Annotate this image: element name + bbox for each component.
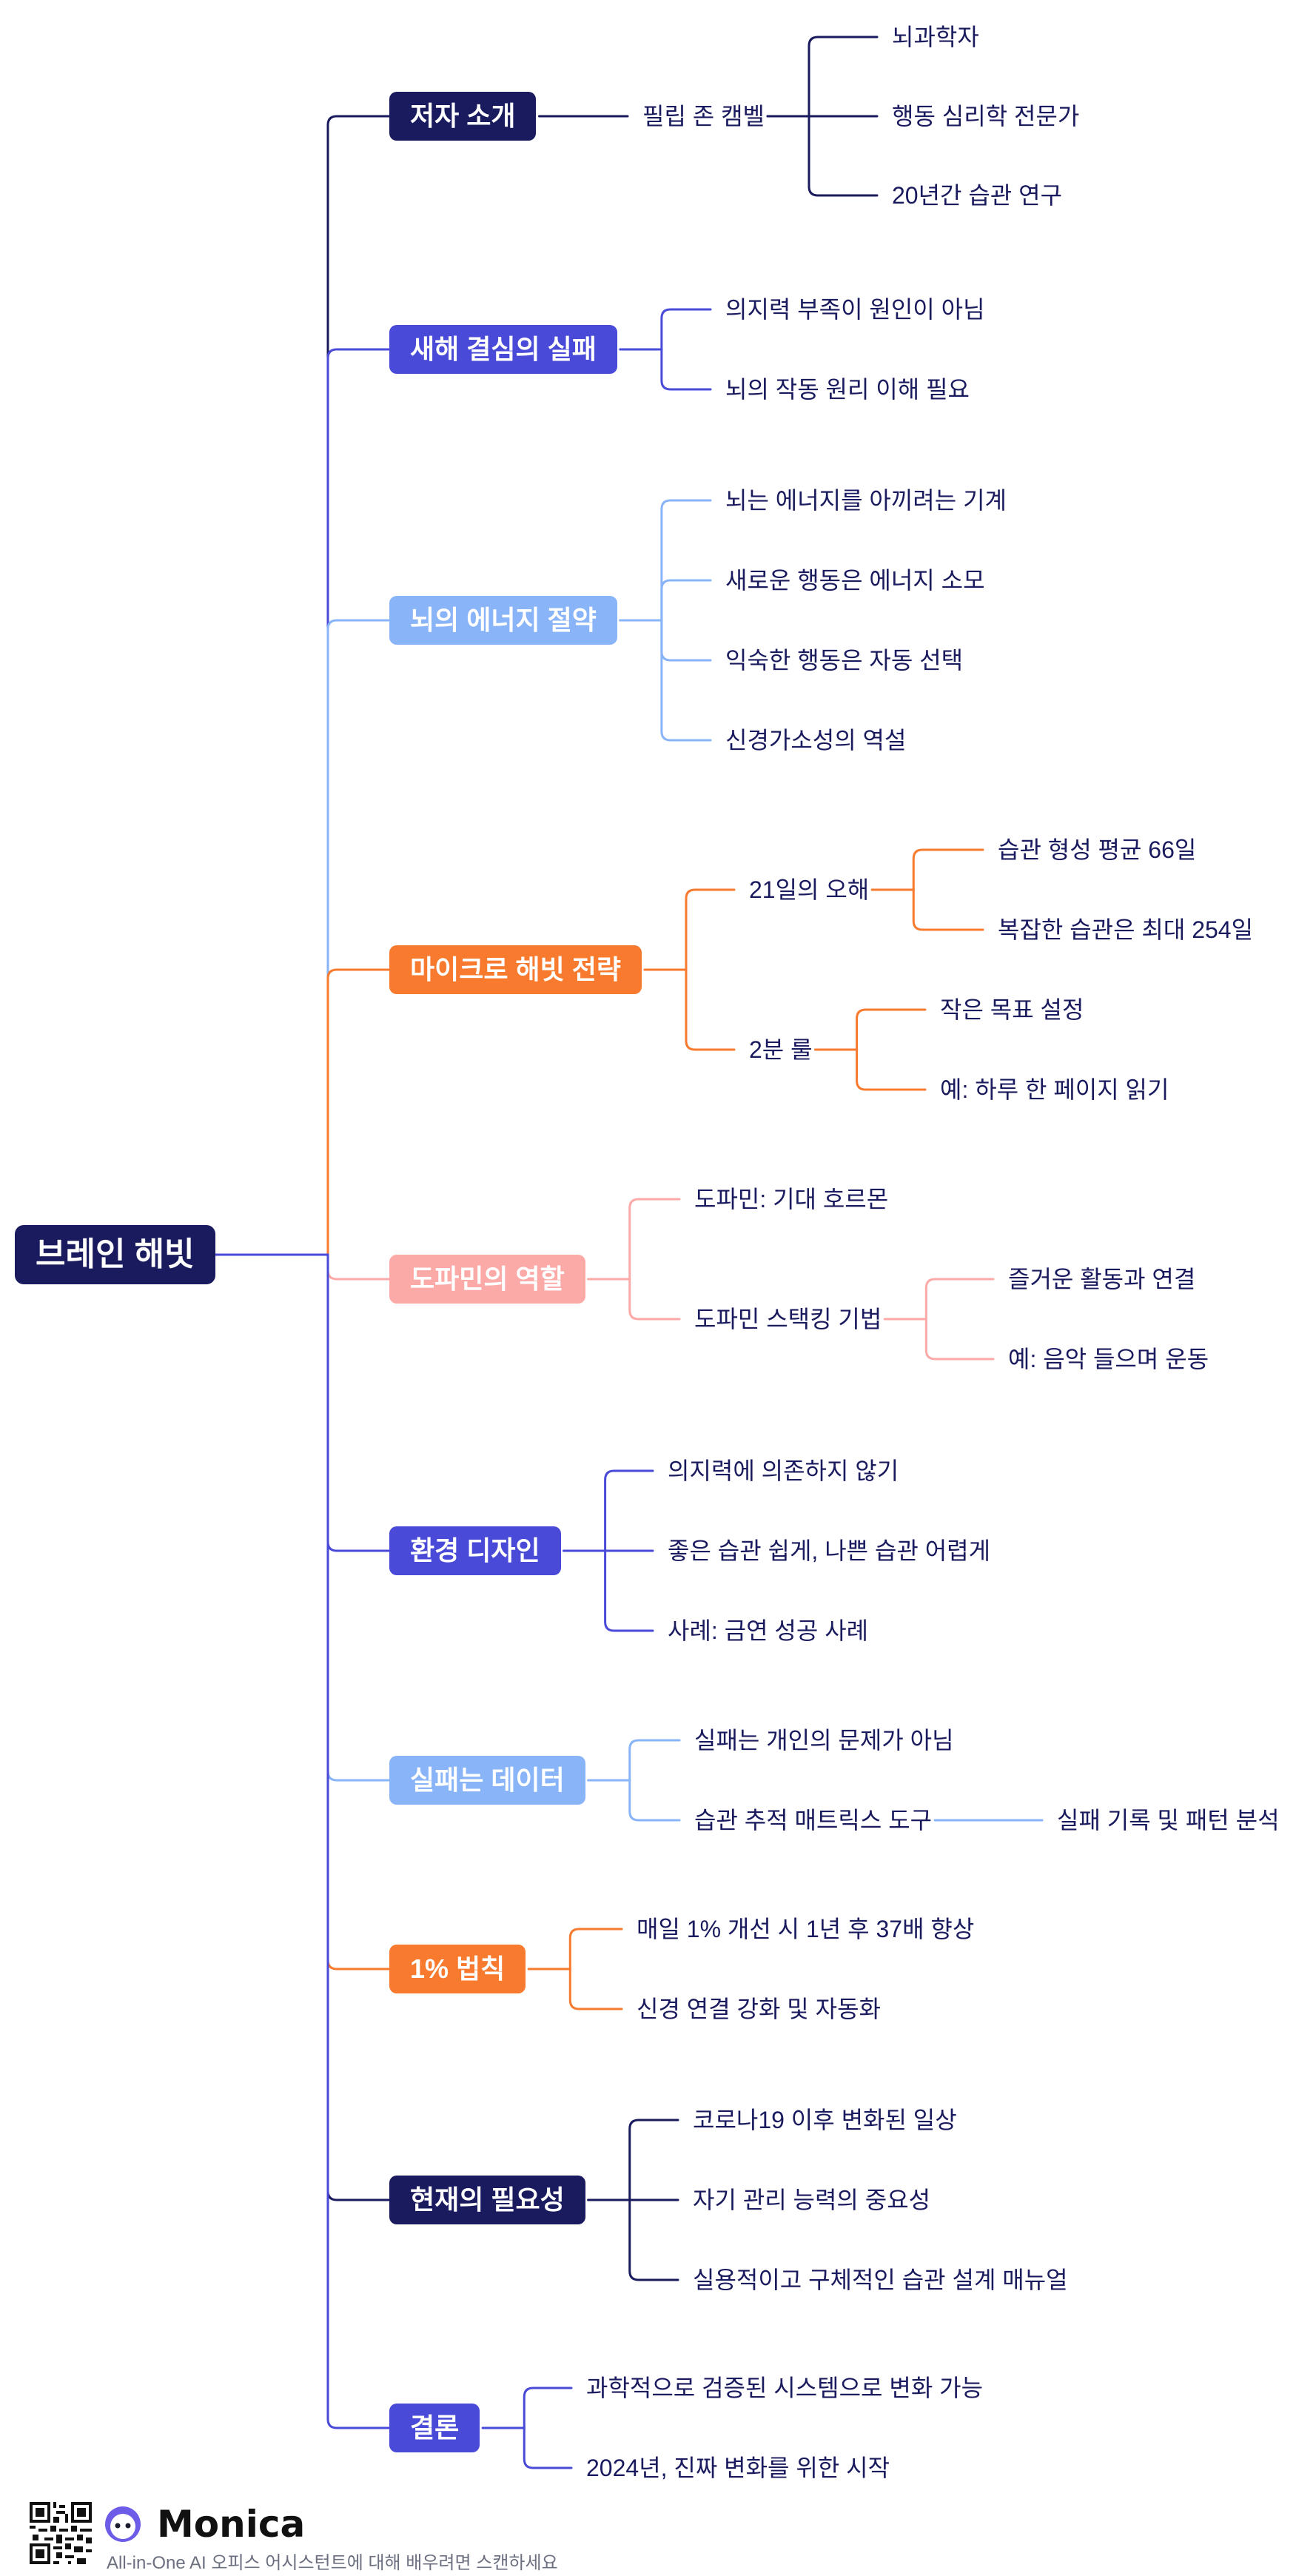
branch-brain-energy: 뇌의 에너지 절약: [389, 596, 617, 645]
brand-name: Monica: [157, 2503, 306, 2546]
node-2024-start: 2024년, 진짜 변화를 위한 시작: [586, 2455, 890, 2481]
node-no-willpower: 의지력에 의존하지 않기: [668, 1458, 899, 1484]
node-20-years: 20년간 습관 연구: [892, 182, 1063, 209]
connector-node-music-exercise: [883, 1318, 995, 1361]
node-66-days: 습관 형성 평균 66일: [998, 836, 1197, 863]
connector-node-manual: [587, 2198, 679, 2281]
connector-node-2024-start: [481, 2426, 573, 2469]
node-tracking-matrix: 습관 추적 매트릭스 도구: [694, 1807, 933, 1834]
node-energy-machine: 뇌는 에너지를 아끼려는 기계: [725, 487, 1007, 514]
connector-branch-conclusion: [214, 1253, 391, 2429]
node-2-minute-rule: 2분 룰: [749, 1036, 813, 1063]
connector-node-understand-brain: [619, 348, 712, 391]
connector-node-new-behavior: [619, 579, 712, 622]
node-good-easy: 좋은 습관 쉽게, 나쁜 습관 어렵게: [668, 1537, 991, 1564]
connector-node-neural-automation: [527, 1968, 623, 2010]
connector-branch-one-percent: [214, 1253, 391, 1970]
connector-node-one-page: [814, 1048, 927, 1091]
node-author-name: 필립 존 캠벨: [642, 103, 765, 130]
node-familiar-behavior: 익숙한 행동은 자동 선택: [725, 647, 964, 674]
root-node: 브레인 해빗: [15, 1225, 215, 1284]
node-music-exercise: 예: 음악 들으며 운동: [1008, 1346, 1209, 1372]
branch-one-percent: 1% 법칙: [389, 1945, 526, 1993]
branch-resolution-failure: 새해 결심의 실패: [389, 325, 617, 374]
branch-micro-habit: 마이크로 해빗 전략: [389, 945, 642, 994]
branch-current-need: 현재의 필요성: [389, 2176, 585, 2224]
node-37-times: 매일 1% 개선 시 1년 후 37배 향상: [637, 1916, 975, 1942]
node-neural-automation: 신경 연결 강화 및 자동화: [637, 1996, 881, 2022]
node-not-willpower: 의지력 부족이 원인이 아님: [725, 296, 985, 323]
connector-node-37-times: [527, 1928, 623, 1970]
node-manual: 실용적이고 구체적인 습관 설계 매뉴얼: [693, 2267, 1068, 2293]
connector-branch-resolution-failure: [214, 348, 391, 1256]
connector-node-tracking-matrix: [587, 1779, 681, 1822]
connector-node-familiar-behavior: [619, 619, 712, 662]
connector-node-small-goal: [814, 1008, 927, 1051]
branch-environment: 환경 디자인: [389, 1526, 561, 1575]
node-understand-brain: 뇌의 작동 원리 이해 필요: [725, 376, 970, 403]
node-scientific-system: 과학적으로 검증된 시스템으로 변화 가능: [586, 2375, 984, 2401]
node-pattern-analysis: 실패 기록 및 패턴 분석: [1057, 1807, 1280, 1834]
qr-code-icon[interactable]: [30, 2502, 92, 2564]
node-one-page: 예: 하루 한 페이지 읽기: [940, 1076, 1169, 1103]
node-behavior-expert: 행동 심리학 전문가: [892, 103, 1080, 130]
node-covid: 코로나19 이후 변화된 일상: [693, 2107, 957, 2133]
connector-node-covid: [587, 2119, 679, 2201]
connector-branch-failure-data: [214, 1253, 391, 1782]
node-21-days: 21일의 오해: [749, 876, 870, 903]
monica-logo-icon: [105, 2506, 141, 2542]
connector-node-66-days: [870, 848, 984, 891]
node-quit-smoking: 사례: 금연 성공 사례: [668, 1617, 869, 1644]
footer-tagline: All-in-One AI 오피스 어시스턴트에 대해 배우려면 스캔하세요: [107, 2553, 558, 2573]
branch-failure-data: 실패는 데이터: [389, 1756, 585, 1805]
branch-conclusion: 결론: [389, 2404, 480, 2452]
connector-node-dopamine-stacking: [587, 1278, 681, 1321]
connector-node-quit-smoking: [563, 1549, 654, 1632]
connector-node-neuroscientist: [766, 36, 879, 118]
connector-branch-current-need: [214, 1253, 391, 2201]
branch-author: 저자 소개: [389, 92, 537, 141]
connector-branch-author: [214, 115, 391, 1256]
connector-branch-environment: [214, 1253, 391, 1552]
connector-node-fun-activity: [883, 1278, 995, 1321]
connector-node-not-personal: [587, 1739, 681, 1782]
connector-node-energy-machine: [619, 499, 712, 622]
node-neuroscientist: 뇌과학자: [892, 24, 979, 50]
connector-node-20-years: [766, 115, 879, 197]
node-dopamine-hormone: 도파민: 기대 호르몬: [694, 1186, 889, 1212]
node-not-personal: 실패는 개인의 문제가 아님: [694, 1727, 954, 1754]
footer: Monica All-in-One AI 오피스 어시스턴트에 대해 배우려면 …: [30, 2502, 770, 2576]
connector-node-neuroplasticity: [619, 619, 712, 742]
connector-branch-dopamine: [214, 1253, 391, 1281]
node-dopamine-stacking: 도파민 스택킹 기법: [694, 1306, 882, 1332]
connector-node-dopamine-hormone: [587, 1198, 681, 1281]
node-254-days: 복잡한 습관은 최대 254일: [998, 916, 1254, 943]
node-fun-activity: 즐거운 활동과 연결: [1008, 1266, 1196, 1292]
connector-node-scientific-system: [481, 2387, 573, 2429]
node-self-management: 자기 관리 능력의 중요성: [693, 2187, 931, 2213]
connector-node-2-minute-rule: [643, 968, 736, 1051]
connector-node-not-willpower: [619, 308, 712, 351]
connector-node-no-willpower: [563, 1469, 654, 1552]
connector-branch-brain-energy: [214, 619, 391, 1256]
node-small-goal: 작은 목표 설정: [940, 996, 1084, 1023]
connector-node-254-days: [870, 888, 984, 931]
node-neuroplasticity: 신경가소성의 역설: [725, 727, 907, 754]
connector-node-21-days: [643, 888, 736, 971]
branch-dopamine: 도파민의 역할: [389, 1255, 585, 1304]
node-new-behavior: 새로운 행동은 에너지 소모: [725, 567, 985, 594]
connector-branch-micro-habit: [214, 968, 391, 1256]
